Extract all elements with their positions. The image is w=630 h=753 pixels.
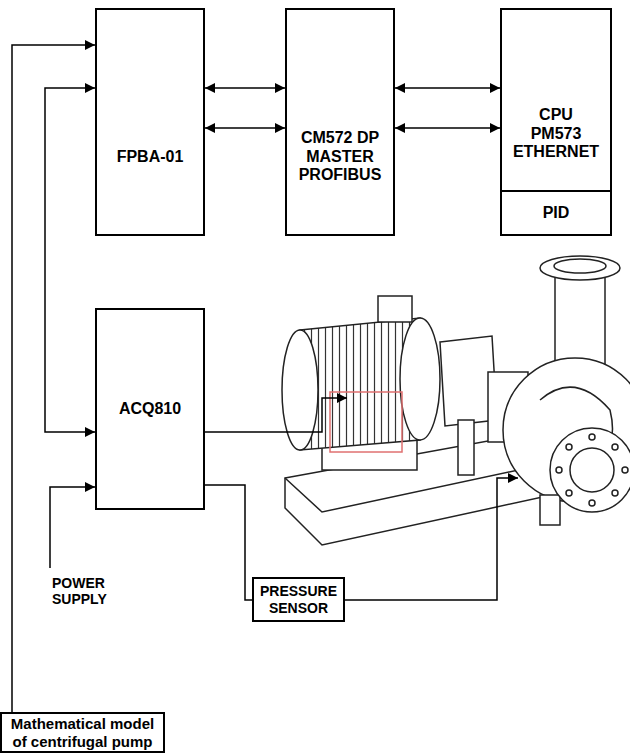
power-supply-wire (50, 487, 95, 568)
supply-label: POWER SUPPLY (52, 575, 132, 607)
pump-to-sensor-wire (345, 478, 518, 600)
red-outline (330, 392, 402, 452)
suction-bore (570, 448, 614, 492)
bolt-hole (622, 467, 628, 473)
box-label: PRESSURE SENSOR (259, 583, 339, 615)
signal-connector (45, 88, 95, 432)
pump-set (282, 256, 630, 545)
signal-connector (395, 127, 500, 129)
box-label: PID (511, 204, 601, 222)
profibus-master-box: CM572 DP MASTER PROFIBUS (285, 8, 395, 236)
pump-foot (540, 495, 560, 525)
box-label: CM572 DP MASTER PROFIBUS (290, 129, 390, 184)
suction-flange (550, 428, 630, 512)
signal-connector (12, 45, 95, 712)
box-label: Mathematical model of centrifugal pump (8, 715, 158, 750)
model-box: Mathematical model of centrifugal pump (0, 712, 165, 753)
bolt-hole (612, 444, 618, 450)
terminal-box (378, 296, 412, 322)
signal-connector (395, 87, 500, 89)
bolt-hole (566, 490, 572, 496)
outlet-flange (540, 256, 620, 280)
signal-connector (205, 87, 285, 89)
bolt-holes (556, 434, 628, 506)
pid-section: PID (502, 190, 610, 234)
box-label: ACQ810 (100, 400, 200, 418)
signal-connector (205, 485, 252, 600)
bus-adapter-box: FPBA-01 (95, 8, 205, 236)
bolt-hole (566, 444, 572, 450)
box-label: FPBA-01 (100, 148, 200, 166)
outlet-bore (554, 259, 606, 273)
bolt-hole (556, 467, 562, 473)
outlet-nozzle (555, 270, 605, 370)
motor-end (400, 318, 440, 440)
drive-box: ACQ810 (95, 308, 205, 510)
sensor-box: PRESSURE SENSOR (252, 577, 345, 622)
box-label: CPU PM573 ETHERNET (512, 106, 600, 161)
guard-leg (458, 420, 474, 475)
drive-to-motor-wire (205, 398, 347, 432)
cpu-box: CPU PM573 ETHERNET PID (500, 8, 612, 236)
bolt-hole (612, 490, 618, 496)
bolt-hole (589, 500, 595, 506)
signal-connector (205, 127, 285, 129)
bolt-hole (589, 434, 595, 440)
